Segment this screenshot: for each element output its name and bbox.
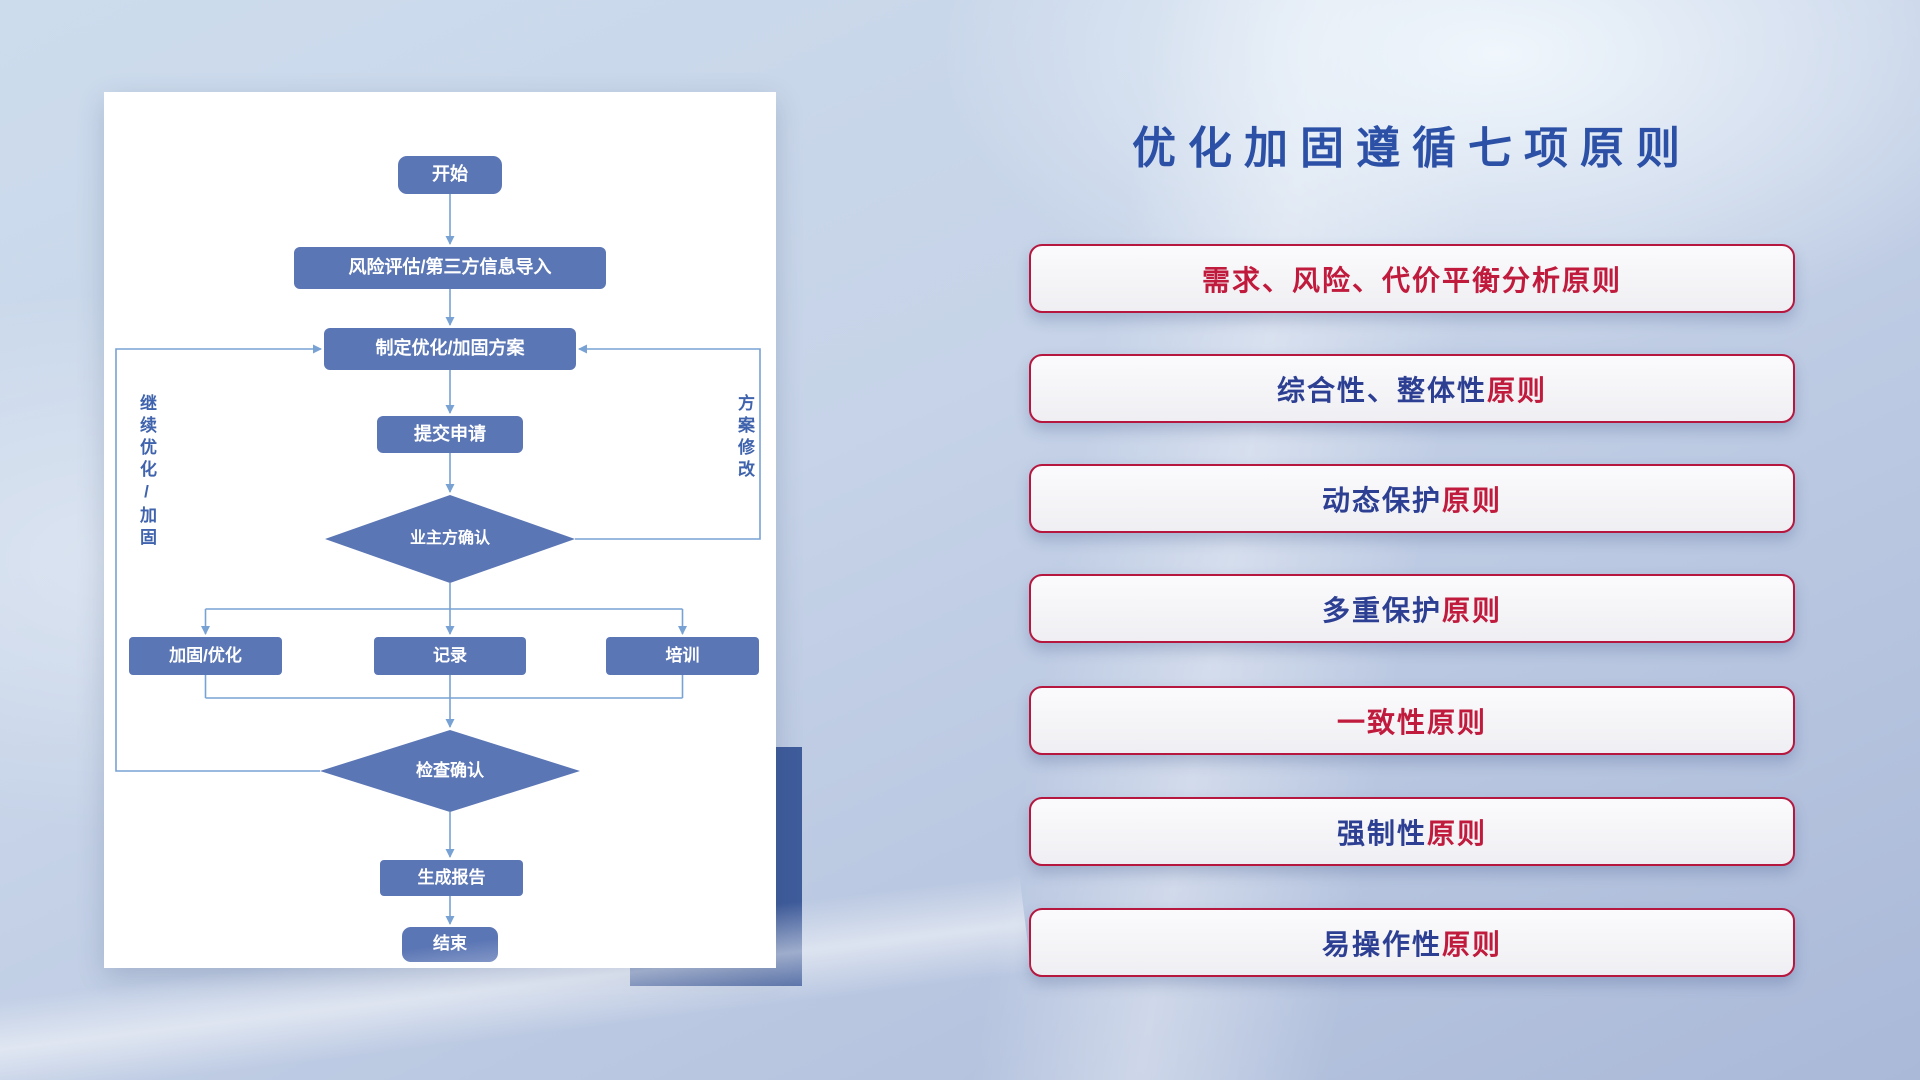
principle-card-3: 动态保护原则 [1029,464,1795,533]
flow-node-submit: 提交申请 [377,416,523,453]
principle-text: 原则 [1442,484,1503,516]
loop-label-continue-optimize: 继续优化/加固 [137,394,156,550]
flowchart-card: 开始 风险评估/第三方信息导入 制定优化/加固方案 提交申请 业主方确认 加固/… [104,92,776,968]
principle-text: 易操作性 [1321,928,1442,960]
principle-text: 原则 [1442,594,1503,626]
loop-label-plan-revision: 方案修改 [735,394,754,482]
principle-text: 多重保护 [1321,594,1442,626]
flow-arrows [115,194,761,925]
principle-card-4: 多重保护原则 [1029,574,1795,643]
principle-card-1: 需求、风险、代价平衡分析原则 [1029,244,1795,313]
principle-card-5: 一致性原则 [1029,686,1795,755]
flow-node-start: 开始 [398,156,502,194]
principle-text: 综合性、整体性 [1276,374,1487,406]
principle-card-6: 强制性原则 [1029,797,1795,866]
flow-node-make-plan: 制定优化/加固方案 [324,328,576,370]
flow-node-risk-import: 风险评估/第三方信息导入 [294,247,606,289]
principle-text: 一致性原则 [1336,706,1487,738]
principle-text: 原则 [1487,374,1548,406]
flow-node-record: 记录 [374,637,526,675]
flow-node-end: 结束 [402,927,498,962]
principle-text: 需求、风险、代价平衡分析原则 [1201,264,1622,296]
flow-connectors [115,194,761,925]
principle-text: 动态保护 [1321,484,1442,516]
principle-text: 原则 [1427,817,1488,849]
principle-text: 强制性 [1336,817,1427,849]
flow-node-report: 生成报告 [380,860,523,896]
principle-text: 原则 [1442,928,1503,960]
principle-card-2: 综合性、整体性原则 [1029,354,1795,423]
flow-node-reinforce: 加固/优化 [129,637,282,675]
flow-node-training: 培训 [606,637,759,675]
page-title: 优化加固遵循七项原则 [1132,124,1692,173]
principle-card-7: 易操作性原则 [1029,908,1795,977]
